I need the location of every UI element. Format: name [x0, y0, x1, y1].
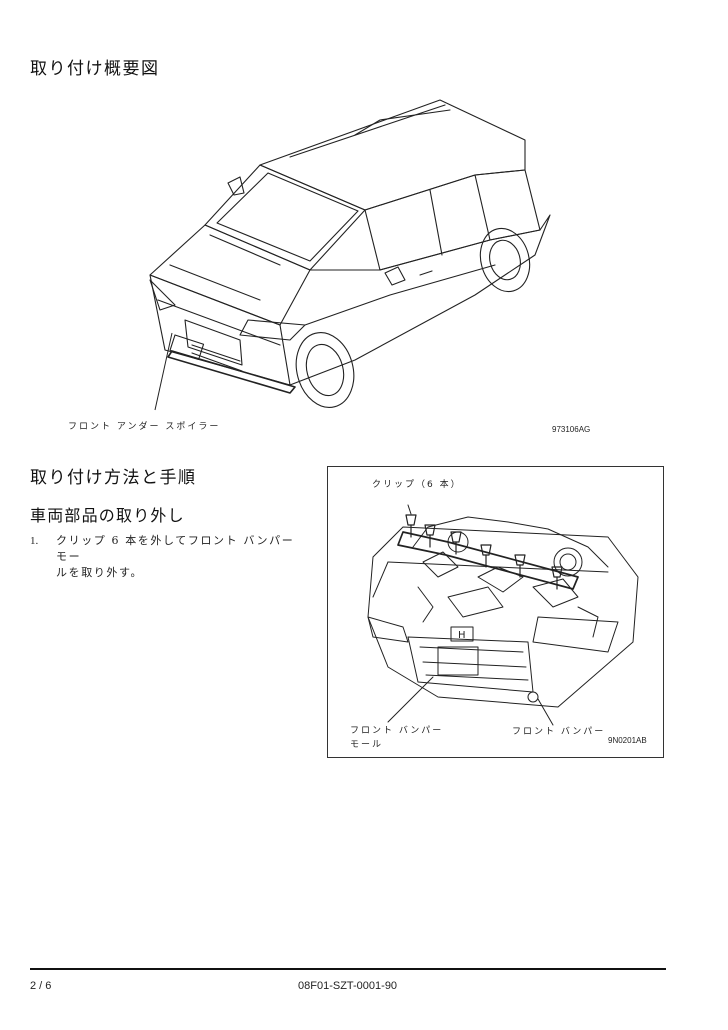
- figure2-frame: H: [327, 466, 664, 758]
- overview-section-title: 取り付け概要図: [30, 59, 160, 79]
- svg-text:H: H: [458, 630, 466, 641]
- clip-callout: クリップ（6 本）: [372, 480, 462, 490]
- bumper-molding-callout: フロント バンパー モール: [350, 724, 443, 752]
- figure2-id: 9N0201AB: [608, 736, 647, 745]
- bumper-molding-callout-line-2: モール: [350, 740, 384, 750]
- step-text: クリップ 6 本を外してフロント バンパー モー ルを取り外す。: [56, 533, 306, 581]
- step-text-line-1: クリップ 6 本を外してフロント バンパー モー: [56, 534, 295, 563]
- subsection-title: 車両部品の取り外し: [30, 506, 185, 525]
- under-spoiler-callout: フロント アンダー スポイラー: [68, 422, 221, 432]
- front-bumper-callout: フロント バンパー: [512, 727, 606, 737]
- page-number: 2 / 6: [30, 980, 52, 992]
- step-number: 1.: [30, 535, 39, 547]
- step-text-line-2: ルを取り外す。: [56, 566, 144, 579]
- procedure-section-title: 取り付け方法と手順: [30, 468, 197, 488]
- footer-rule: [30, 968, 666, 970]
- document-code: 08F01-SZT-0001-90: [298, 980, 398, 992]
- car-overview-illustration: [130, 95, 570, 425]
- under-spoiler-leader-line: [110, 325, 190, 415]
- figure1-id: 973106AG: [552, 425, 591, 434]
- bumper-molding-callout-line-1: フロント バンパー: [350, 726, 444, 736]
